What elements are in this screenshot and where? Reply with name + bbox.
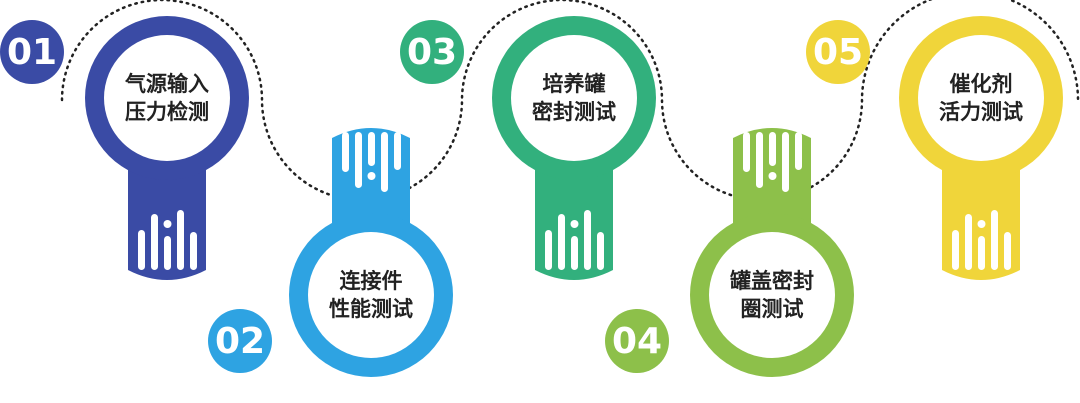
step-3-node	[400, 16, 656, 280]
step-4-line2: 圈测试	[740, 297, 804, 321]
step-3-badge	[400, 20, 464, 84]
step-4-line1: 罐盖密封	[730, 269, 814, 293]
step-2-badge	[208, 309, 272, 373]
step-1-circle-inner	[104, 35, 230, 161]
step-2-circle-inner	[308, 232, 434, 358]
step-5-line1: 催化剂	[949, 72, 1013, 96]
step-3-label: 培养罐 密封测试	[532, 70, 616, 126]
step-2-node	[208, 128, 453, 377]
step-1-line1: 气源输入	[125, 72, 209, 96]
step-1-stripes	[138, 210, 197, 270]
step-3-number: 03	[406, 32, 458, 73]
step-2-label: 连接件 性能测试	[329, 267, 413, 323]
step-3-line1: 培养罐	[542, 72, 606, 96]
step-2-stripes	[342, 132, 401, 192]
step-5-stripes	[952, 210, 1011, 270]
step-4-stripes	[743, 132, 802, 192]
step-5-circle-inner	[918, 35, 1044, 161]
step-5-line2: 活力测试	[939, 100, 1023, 124]
step-2-number: 02	[214, 321, 266, 362]
step-3-circle-inner	[511, 35, 637, 161]
step-1-node	[0, 16, 249, 280]
step-1-line2: 压力检测	[125, 100, 209, 124]
step-3-line2: 密封测试	[532, 100, 616, 124]
step-4-node	[605, 128, 854, 377]
dotted-path	[60, 0, 1080, 202]
step-5-node	[806, 16, 1063, 280]
step-5-label: 催化剂 活力测试	[939, 70, 1023, 126]
step-4-number: 04	[611, 321, 663, 362]
step-5-number: 05	[812, 32, 864, 73]
step-4-badge	[605, 309, 669, 373]
step-5-badge	[806, 20, 870, 84]
step-2-line1: 连接件	[339, 269, 403, 293]
step-4-label: 罐盖密封 圈测试	[730, 267, 814, 323]
step-1-label: 气源输入 压力检测	[125, 70, 209, 126]
step-1-number: 01	[6, 32, 58, 73]
step-3-stripes	[545, 210, 604, 270]
step-4-circle-inner	[709, 232, 835, 358]
step-2-line2: 性能测试	[329, 297, 413, 321]
step-1-badge	[0, 20, 64, 84]
